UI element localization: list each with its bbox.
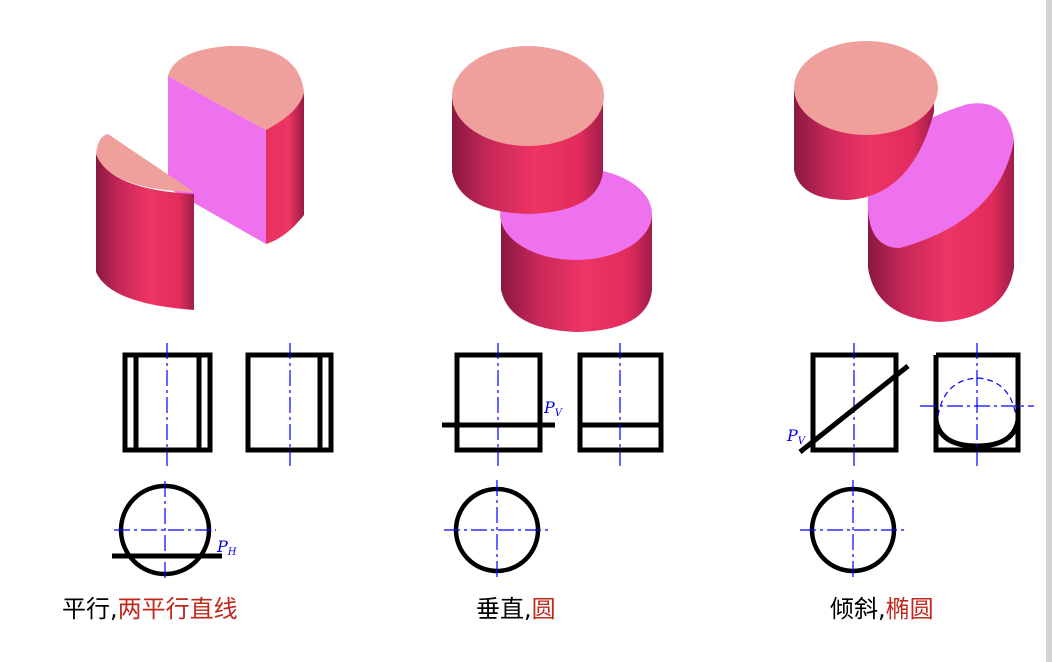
- window-edge: [1046, 0, 1052, 662]
- cylinder-perpendicular-cut-3d: [452, 46, 652, 332]
- upper-piece-top: [794, 41, 938, 135]
- svg-text:PV: PV: [786, 426, 807, 447]
- cutting-plane-pv-2: [798, 364, 910, 454]
- svg-text:PV: PV: [543, 398, 564, 419]
- side-view-inclined: [920, 343, 1034, 466]
- top-view-inclined: [800, 480, 908, 580]
- caption-inclined-plane: 倾斜,: [830, 595, 886, 623]
- front-piece-top: [96, 134, 194, 192]
- cylinder-inclined-cut-3d: [794, 41, 1014, 322]
- caption-parallel-plane: 平行,: [62, 595, 118, 623]
- cylinder-parallel-cut-3d: [96, 45, 304, 310]
- lower-piece-side: [501, 214, 652, 332]
- upper-piece-top: [452, 46, 604, 146]
- caption-parallel: 平行,两平行直线: [62, 592, 238, 626]
- caption-perpendicular-result: 圆: [531, 595, 556, 623]
- front-piece-side: [96, 154, 194, 310]
- svg-text:PH: PH: [216, 537, 237, 558]
- caption-perpendicular-plane: 垂直,: [476, 595, 532, 623]
- top-view-perpendicular: [444, 480, 552, 580]
- top-view-parallel: PH: [112, 481, 237, 582]
- rear-piece-top: [168, 45, 304, 130]
- caption-inclined: 倾斜,椭圆: [830, 592, 934, 626]
- caption-perpendicular: 垂直,圆: [476, 592, 556, 626]
- ellipse-hidden-arc: [937, 377, 1017, 417]
- caption-parallel-result: 两平行直线: [117, 595, 238, 623]
- rear-piece-side: [266, 92, 304, 244]
- caption-inclined-result: 椭圆: [885, 595, 934, 623]
